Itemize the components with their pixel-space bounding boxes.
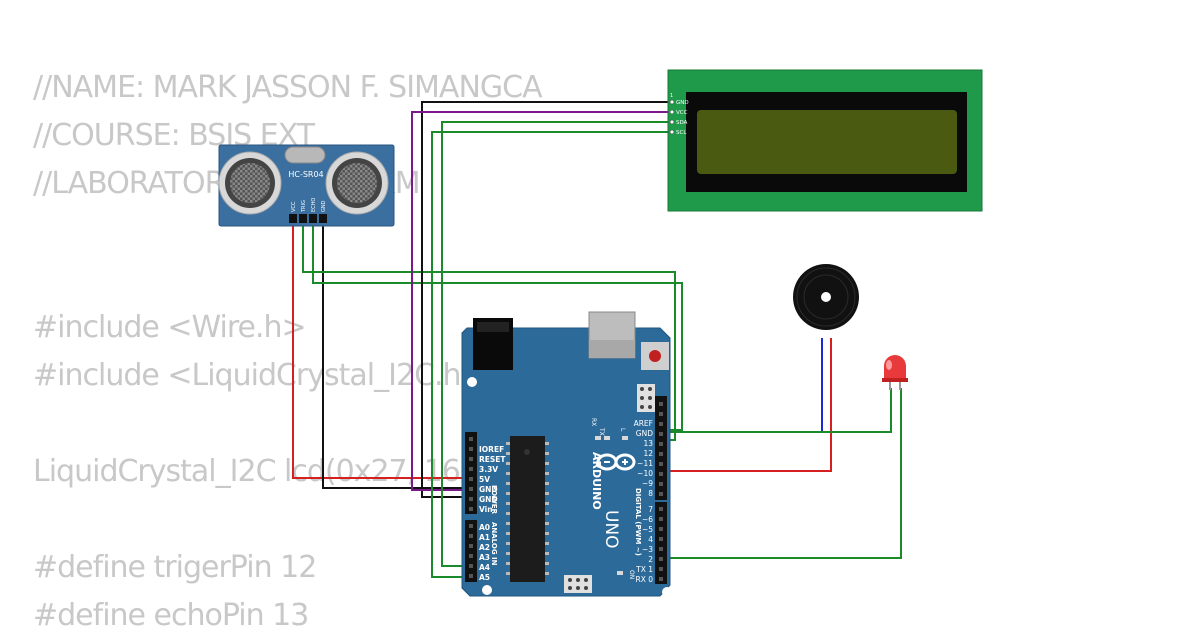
lcd-pin-label: GND <box>676 100 689 106</box>
analog-pin-label: A3 <box>479 553 490 562</box>
digital-pin-label: ~11 <box>637 459 653 468</box>
code-editor-background: //NAME: MARK JASSON F. SIMANGCA //COURSE… <box>33 0 733 633</box>
wire-sensor-gnd[interactable] <box>322 222 468 489</box>
analog-pin-label: A1 <box>479 533 490 542</box>
wires <box>292 101 902 578</box>
ultrasonic-sensor[interactable]: HC-SR04 VCC TRIG ECHO GND <box>218 144 395 227</box>
digital-pin-label: ~6 <box>642 515 653 524</box>
power-section-label: POWER <box>490 485 498 515</box>
arduino-logo-icon <box>596 453 636 471</box>
digital-pin-label: 13 <box>643 439 653 448</box>
wire-buzzer-signal[interactable] <box>662 338 832 472</box>
red-led[interactable] <box>882 355 908 390</box>
analog-pin-label: A5 <box>479 573 490 582</box>
digital-pin-label: 12 <box>643 449 653 458</box>
digital-pin-label: ~9 <box>642 479 653 488</box>
power-pin-label: GND <box>479 495 498 504</box>
wire-sensor-trig[interactable] <box>302 222 676 441</box>
digital-pin-label: 8 <box>648 489 653 498</box>
wire-sensor-vcc[interactable] <box>292 222 468 479</box>
lcd-pin-label: SCL <box>676 130 687 136</box>
arduino-uno-board[interactable]: TX RX L ON ARDUINO UNO POWER ANALOG IN D… <box>461 311 672 597</box>
wire-sensor-echo[interactable] <box>312 222 683 431</box>
digital-pin-label: 2 <box>648 555 653 564</box>
power-pin-label: RESET <box>479 455 506 464</box>
wire-lcd-scl[interactable] <box>431 131 672 578</box>
digital-section-label: DIGITAL (PWM ~) <box>634 488 642 556</box>
wire-lcd-gnd[interactable] <box>421 101 672 498</box>
code-line: #define echoPin 13 <box>33 598 309 633</box>
digital-pin-label: ~3 <box>642 545 653 554</box>
power-pin-label: IOREF <box>479 445 504 454</box>
sensor-pin-label: ECHO <box>311 198 317 212</box>
rx-led-label: RX <box>590 418 597 426</box>
digital-pin-label: ~10 <box>637 469 653 478</box>
code-line: #include <Wire.h> <box>33 310 307 345</box>
wire-lcd-sda[interactable] <box>441 121 672 567</box>
piezo-buzzer[interactable] <box>793 264 859 330</box>
arduino-model-label: UNO <box>601 510 621 549</box>
lcd-pin-label: VCC <box>676 110 688 116</box>
wire-buzzer-gnd[interactable] <box>662 338 823 433</box>
power-pin-label: 3.3V <box>479 465 498 474</box>
power-pin-label: 5V <box>479 475 490 484</box>
sensor-pin-label: GND <box>321 200 327 212</box>
lcd-pin-label: SDA <box>676 120 688 126</box>
lcd-pin1-label: 1 <box>670 93 673 99</box>
digital-pin-label: ~5 <box>642 525 653 534</box>
code-line: #define trigerPin 12 <box>33 550 317 585</box>
digital-pin-label: GND <box>636 429 653 438</box>
analog-pin-label: A0 <box>479 523 490 532</box>
digital-pin-label: TX 1 <box>635 565 653 574</box>
digital-pin-label: RX 0 <box>635 575 653 584</box>
lcd-display[interactable]: 1 GND VCC SDA SCL <box>667 69 983 212</box>
sensor-pin-label: TRIG <box>301 200 307 213</box>
wire-led-gnd[interactable] <box>670 388 892 433</box>
wire-lcd-vcc[interactable] <box>411 111 672 491</box>
code-line: //NAME: MARK JASSON F. SIMANGCA <box>33 70 543 105</box>
sensor-pin-label: VCC <box>291 201 297 212</box>
digital-pin-label: 7 <box>648 505 653 514</box>
l-led-label: L <box>619 428 626 432</box>
sensor-model-label: HC-SR04 <box>288 170 323 179</box>
analog-section-label: ANALOG IN <box>490 522 498 566</box>
digital-pin-label: AREF <box>634 419 653 428</box>
on-led-label: ON <box>628 570 635 579</box>
wire-led-signal[interactable] <box>662 388 902 559</box>
digital-pin-label: 4 <box>648 535 653 544</box>
arduino-brand-label: ARDUINO <box>590 452 603 510</box>
power-pin-label: GND <box>479 485 498 494</box>
power-pin-label: Vin <box>479 505 493 514</box>
analog-pin-label: A2 <box>479 543 490 552</box>
tx-led-label: TX <box>598 427 605 436</box>
analog-pin-label: A4 <box>479 563 490 572</box>
